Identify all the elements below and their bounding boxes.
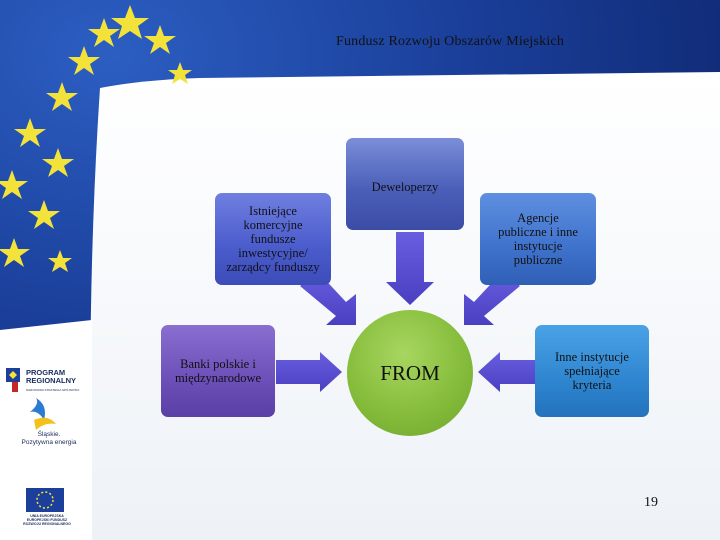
node-other-institutions-label: Inne instytucje spełniające kryteria <box>555 350 629 392</box>
program-regionalny-logo-graphic <box>6 368 20 392</box>
node-other-institutions: Inne instytucje spełniające kryteria <box>535 325 649 417</box>
arrow-developers-to-center <box>386 232 434 305</box>
program-regionalny-title: PROGRAM REGIONALNY <box>26 368 77 385</box>
node-public-agencies-label: Agencje publiczne i inne instytucje publ… <box>498 211 578 267</box>
page-number: 19 <box>644 495 658 510</box>
center-node-from: FROM <box>347 310 473 436</box>
silesia-logo-graphic <box>30 398 56 430</box>
node-public-agencies: Agencje publiczne i inne instytucje publ… <box>480 193 596 285</box>
slide-title: Fundusz Rozwoju Obszarów Miejskich <box>335 34 565 49</box>
node-developers-label: Deweloperzy <box>371 180 439 194</box>
center-node-label: FROM <box>380 360 440 385</box>
node-banks-label: Banki polskie i międzynarodowe <box>174 357 262 385</box>
eu-logo-text: UNIA EUROPEJSKA EUROPEJSKI FUNDUSZ ROZWO… <box>23 514 71 527</box>
arrows <box>276 232 535 392</box>
silesia-logo-text: Śląskie. Pozytywna energia <box>21 431 77 446</box>
node-banks: Banki polskie i międzynarodowe <box>161 325 275 417</box>
arrow-agencies-to-center <box>464 272 520 325</box>
arrow-funds-to-center <box>300 272 356 325</box>
node-investment-funds-label: Istniejące komercyjne fundusze inwestycy… <box>226 204 320 274</box>
node-developers: Deweloperzy <box>346 138 464 230</box>
arrow-other-to-center <box>478 352 535 392</box>
node-investment-funds: Istniejące komercyjne fundusze inwestycy… <box>215 193 331 285</box>
eu-flag-graphic <box>26 488 64 512</box>
program-regionalny-subtitle: NARODOWA STRATEGIA SPÓJNOŚCI <box>26 388 80 392</box>
arrow-banks-to-center <box>276 352 342 392</box>
